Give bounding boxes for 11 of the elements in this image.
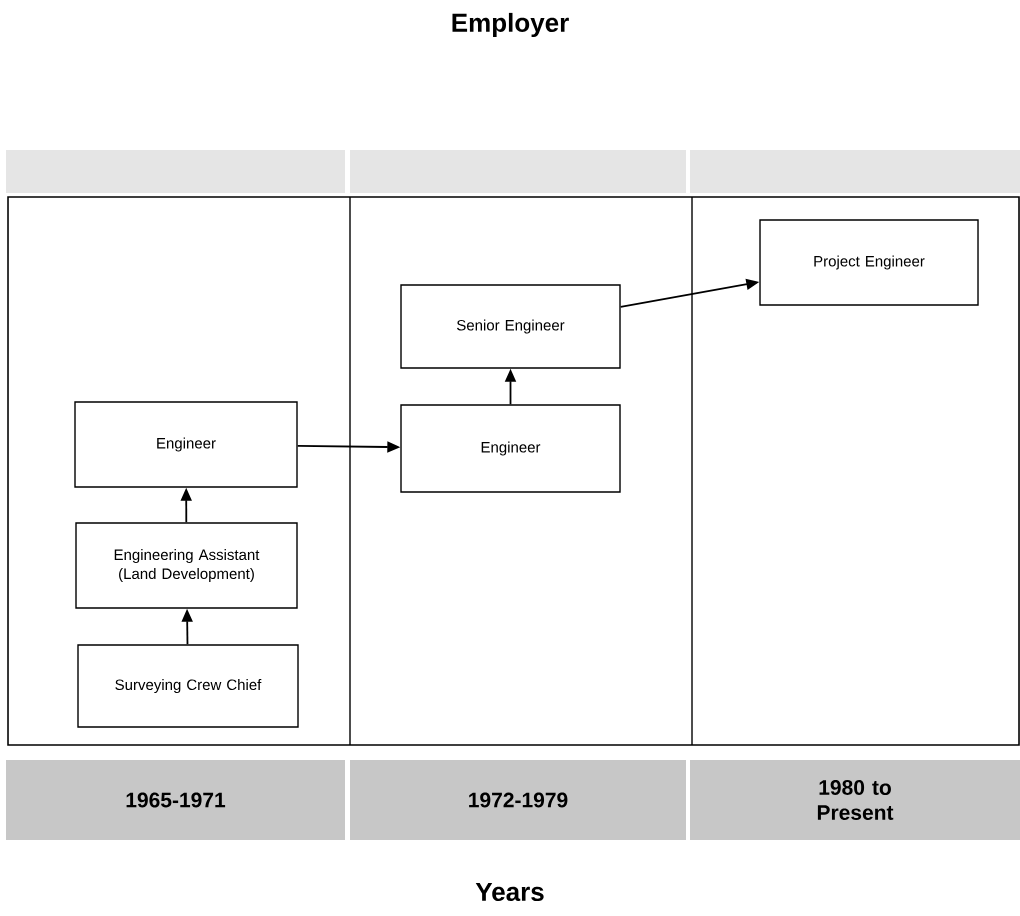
- job-box: Senior Engineer: [400, 284, 621, 369]
- job-box: Engineer: [400, 404, 621, 493]
- year-band: 1980 to Present: [690, 760, 1020, 840]
- job-box: Surveying Crew Chief: [77, 644, 299, 728]
- year-band: 1965-1971: [6, 760, 345, 840]
- caption: Years: [475, 882, 544, 902]
- year-band: 1972-1979: [350, 760, 686, 840]
- job-box: Engineer: [74, 401, 298, 488]
- job-box: Project Engineer: [759, 219, 979, 306]
- job-box: Engineering Assistant (Land Development): [75, 522, 298, 609]
- title: Employer: [452, 12, 569, 38]
